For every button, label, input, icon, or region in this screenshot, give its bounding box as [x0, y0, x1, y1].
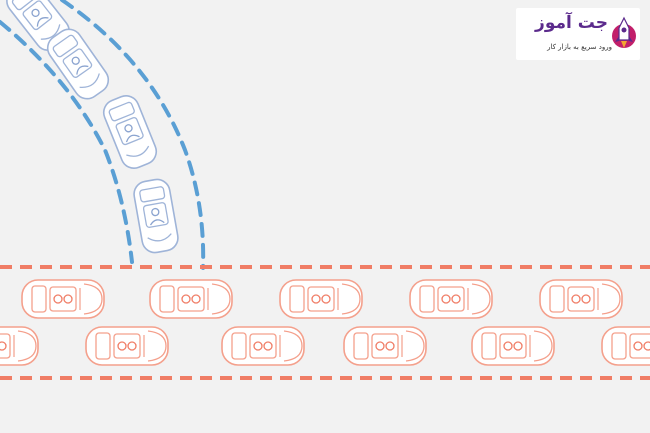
traffic-car	[601, 326, 650, 366]
brand-tagline: ورود سریع به بازار کار	[547, 43, 612, 51]
merge-lane-outer	[60, 0, 206, 270]
traffic-car	[471, 326, 555, 366]
traffic-car	[409, 279, 493, 319]
traffic-car	[343, 326, 427, 366]
traffic-car	[539, 279, 623, 319]
merge-lane-inner	[0, 20, 134, 264]
traffic-car	[21, 279, 105, 319]
traffic-car	[149, 279, 233, 319]
brand-name: جت آموز	[535, 13, 608, 33]
rocket-icon	[612, 16, 636, 48]
brand-logo: جت آموز ورود سریع به بازار کار	[516, 8, 640, 60]
merging-car	[131, 176, 181, 256]
traffic-car	[0, 326, 39, 366]
traffic-car	[279, 279, 363, 319]
traffic-car	[85, 326, 169, 366]
traffic-car	[221, 326, 305, 366]
